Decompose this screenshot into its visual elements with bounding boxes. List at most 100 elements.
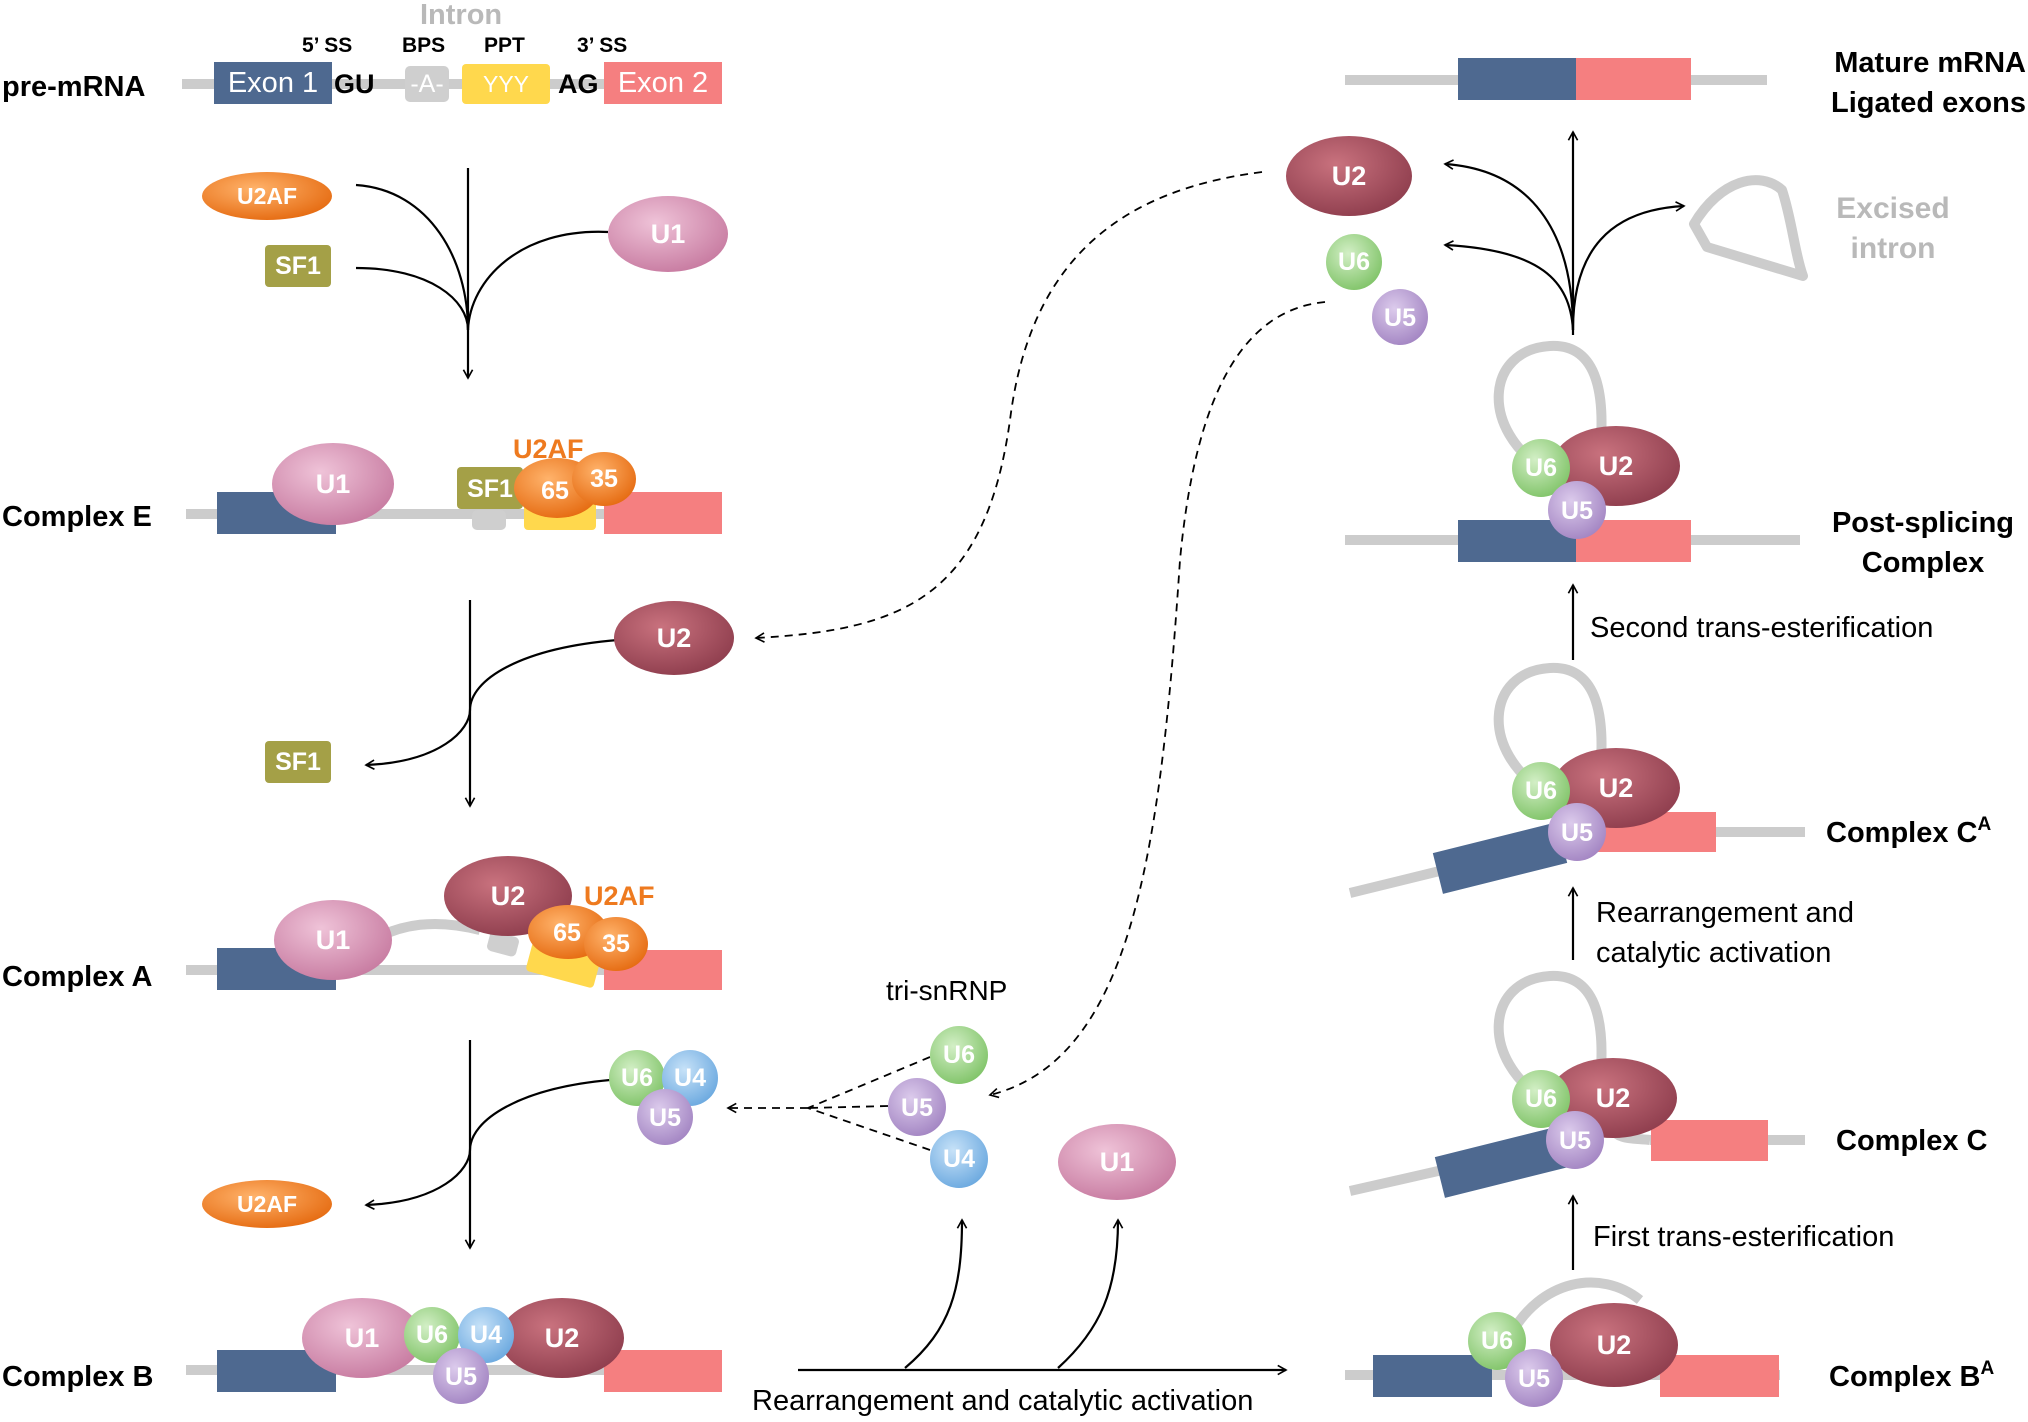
u2-label: U2 [657, 623, 692, 653]
complex-ca-label: Complex CA [1826, 814, 1991, 849]
complex-b-label: Complex B [2, 1361, 153, 1393]
exon-2-label: Exon 2 [618, 67, 708, 99]
u1-released [1058, 1124, 1176, 1200]
u2af35-label: 35 [590, 465, 618, 493]
u1-label: U1 [651, 219, 686, 249]
complex-a: Complex A U1 U2 65 35 U2AF [2, 856, 722, 993]
u5-label: U5 [1384, 304, 1416, 332]
u6-label: U6 [1338, 248, 1370, 276]
u1-label: U1 [316, 925, 351, 955]
complex-label: Complex [1862, 547, 1984, 579]
sf1-released [265, 741, 331, 783]
u6-label: U6 [1525, 1085, 1557, 1113]
u2-label: U2 [1596, 1083, 1631, 1113]
second-trans-label: Second trans-esterification [1590, 612, 1933, 644]
u5-label: U5 [1559, 1127, 1591, 1155]
bps-label: BPS [402, 34, 445, 57]
u1-label: U1 [316, 469, 351, 499]
exon-1 [1432, 822, 1568, 894]
u6-snrnp [1512, 762, 1570, 820]
complex-ba-label: Complex BA [1829, 1358, 1994, 1393]
complex-e-label: Complex E [2, 501, 152, 533]
u6-snrnp [1512, 1070, 1570, 1128]
exon-2 [604, 1350, 722, 1392]
mature-mrna: Mature mRNA Ligated exons [1345, 47, 2026, 119]
complex-a-label: Complex A [2, 961, 152, 993]
branch-point [487, 931, 519, 957]
exon-1 [1434, 1126, 1570, 1198]
u6-label: U6 [1525, 777, 1557, 805]
complex-b: Complex B U1 U2 U6 U4 U5 [2, 1298, 722, 1404]
u2-label: U2 [1599, 451, 1634, 481]
u5-label: U5 [901, 1094, 933, 1122]
step1-arrows [355, 168, 609, 380]
u2-snrnp [500, 1298, 624, 1378]
u5-released [1372, 289, 1428, 345]
complex-ba: U2 U6 U5 Complex BA [1345, 1277, 1994, 1407]
first-trans-label: First trans-esterification [1593, 1221, 1894, 1253]
u2-snrnp [1550, 1303, 1678, 1387]
u6-label: U6 [1481, 1327, 1513, 1355]
u6-label: U6 [1525, 454, 1557, 482]
u2af-factor [202, 172, 332, 220]
sf1-label: SF1 [275, 252, 321, 280]
step3-arrows [364, 1040, 611, 1250]
ppt-yyy-label: YYY [483, 71, 529, 97]
u5-snrnp [888, 1078, 946, 1136]
release-arrows [1443, 130, 1686, 335]
bottom-activation-arrows [798, 1218, 1288, 1376]
excised-intron-lariat [1689, 175, 1808, 281]
gu-label: GU [334, 69, 375, 99]
u2af-label: U2AF [237, 1191, 297, 1217]
u6-snrnp [1468, 1312, 1526, 1370]
ppt-label: PPT [484, 34, 525, 57]
sf1-factor [265, 245, 331, 287]
u5-label: U5 [649, 1104, 681, 1132]
u2af65-label: 65 [553, 919, 581, 947]
u5-snrnp [1548, 803, 1606, 861]
intron-label: intron [1851, 232, 1936, 265]
post-splicing-label: Post-splicing [1832, 507, 2014, 539]
u5-snrnp [1505, 1349, 1563, 1407]
u5-snrnp [433, 1348, 489, 1404]
sf1-label: SF1 [467, 475, 513, 503]
u5-snrnp [637, 1089, 693, 1145]
u2-label: U2 [545, 1323, 580, 1353]
u6-snrnp [930, 1026, 988, 1084]
u2-label: U2 [1599, 773, 1634, 803]
catalytic-activation-label: catalytic activation [1596, 937, 1831, 969]
step2-arrows [364, 600, 619, 808]
branch-point [472, 510, 506, 530]
u5-label: U5 [445, 1363, 477, 1391]
u4-snrnp [930, 1130, 988, 1188]
u1-snrnp [274, 900, 392, 980]
exon-1-label: Exon 1 [228, 67, 318, 99]
mature-mrna-label: Mature mRNA [1834, 47, 2026, 79]
exon-1 [1373, 1355, 1492, 1397]
u6-label: U6 [416, 1321, 448, 1349]
complex-c-label: Complex C [1836, 1125, 1988, 1157]
u1-label: U1 [1100, 1147, 1135, 1177]
u5-snrnp [1548, 481, 1606, 539]
u2-label: U2 [1332, 161, 1367, 191]
branch-a-label: -A- [410, 70, 443, 98]
exon-2 [1651, 1120, 1768, 1161]
u1-snrnp [608, 196, 728, 272]
u2-snrnp [614, 601, 734, 675]
u2af35-subunit [584, 917, 648, 971]
pre-mrna-label: pre-mRNA [2, 71, 145, 103]
u6-snrnp [404, 1307, 460, 1363]
u6-label: U6 [943, 1041, 975, 1069]
u1-snrnp [272, 443, 394, 525]
u4-label: U4 [470, 1321, 502, 1349]
u2-label: U2 [1597, 1330, 1632, 1360]
u6-snrnp [609, 1050, 665, 1106]
recycling-dashed-paths [754, 171, 1326, 1099]
sf1-factor [457, 467, 523, 509]
u5-snrnp [1546, 1111, 1604, 1169]
u2af-released [202, 1180, 332, 1228]
exon-2 [604, 62, 722, 104]
bottom-activation-label: Rearrangement and catalytic activation [752, 1385, 1253, 1417]
tri-snrnp-dashed-lines [726, 1056, 931, 1151]
pre-mrna-row: pre-mRNA Exon 1 GU -A- YYY AG Exon 2 Int… [2, 0, 722, 104]
